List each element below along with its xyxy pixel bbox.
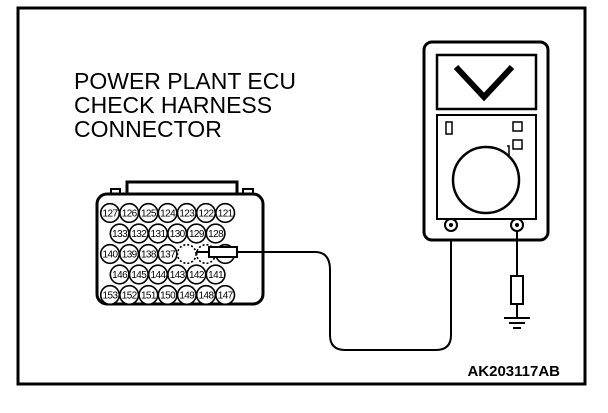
selector-pointer-icon — [507, 145, 510, 158]
connector-pin-label: 137 — [160, 250, 176, 261]
connector-pin-label: 128 — [208, 229, 224, 240]
connector-pin-label: 123 — [179, 209, 195, 220]
negative-jack-center — [515, 223, 519, 227]
connector-pin-label: 144 — [151, 270, 167, 281]
connector-pin — [176, 243, 197, 265]
connector-pin-label: 143 — [170, 270, 186, 281]
button-indicator-icon — [512, 121, 523, 132]
connector-pin-label: 147 — [218, 291, 234, 302]
range-marker-icon — [445, 121, 453, 135]
positive-jack-center — [449, 223, 453, 227]
title-line-2: CHECK HARNESS — [74, 92, 272, 118]
connector-pin-label: 141 — [208, 270, 224, 281]
connector-pin-label: 121 — [218, 209, 234, 220]
connector-lock-tab — [125, 180, 239, 194]
volt-symbol-icon — [453, 64, 515, 102]
connector-pin — [215, 284, 236, 306]
connector-pin — [205, 223, 226, 244]
voltmeter — [422, 40, 550, 242]
connector-pin-label: 151 — [141, 291, 157, 302]
connector-pin-label: 127 — [103, 209, 119, 220]
connector-pin-label: 124 — [160, 209, 176, 220]
title-block: POWER PLANT ECU CHECK HARNESS CONNECTOR — [74, 68, 296, 142]
probe-body — [208, 246, 238, 258]
connector-pin-label: 150 — [160, 291, 176, 302]
connector-pin-label: 146 — [112, 270, 128, 281]
positive-test-lead — [237, 229, 452, 351]
connector-pin-label: 126 — [122, 209, 138, 220]
connector-pin-label: 133 — [112, 229, 128, 240]
meter-display — [435, 53, 538, 111]
connector-pin-label: 153 — [103, 291, 119, 302]
ground-clip — [510, 275, 524, 305]
ground-icon — [504, 317, 530, 329]
button-indicator-icon — [512, 139, 523, 150]
connector-pin-label: 122 — [199, 209, 215, 220]
connector-pin — [215, 202, 236, 224]
connector-pin-label: 131 — [151, 229, 167, 240]
connector-pin-label: 139 — [122, 250, 138, 261]
title-line-1: POWER PLANT ECU — [74, 68, 296, 94]
connector-pin-label: 149 — [179, 291, 195, 302]
connector-pin-label: 132 — [131, 229, 147, 240]
connector-pin-label: 129 — [189, 229, 205, 240]
connector-pin-label: 148 — [199, 291, 215, 302]
connector-pin-label: 138 — [141, 250, 157, 261]
connector-pin-label: 140 — [103, 250, 119, 261]
connector-pin-label: 125 — [141, 209, 157, 220]
connector-pin-label: 145 — [131, 270, 147, 281]
connector-pin-label: 152 — [122, 291, 138, 302]
title-line-3: CONNECTOR — [74, 116, 222, 142]
connector-pin-label: 142 — [189, 270, 205, 281]
negative-test-lead — [510, 231, 524, 318]
connector-pin — [205, 264, 226, 285]
rotary-selector-dial — [451, 145, 521, 215]
figure-reference-code: AK203117AB — [467, 363, 560, 380]
connector-pin-label: 130 — [170, 229, 186, 240]
